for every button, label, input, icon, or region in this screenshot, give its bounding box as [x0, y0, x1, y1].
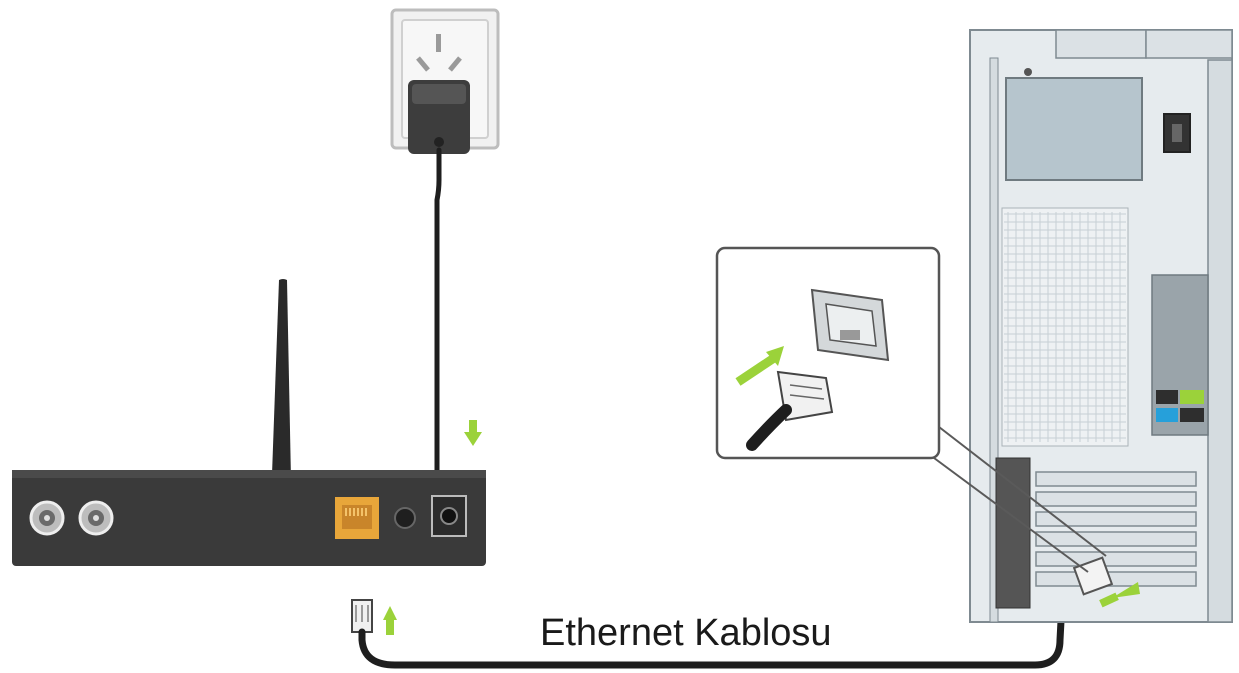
arrow-icon [383, 606, 397, 635]
rj45-plug-icon [746, 370, 834, 451]
io-panel [1151, 274, 1209, 436]
ethernet-socket-icon [810, 288, 890, 362]
coax-connector-icon [29, 500, 65, 536]
power-supply [1005, 77, 1143, 181]
reset-button [394, 507, 416, 529]
arrow-icon [1099, 582, 1140, 608]
rj45-plug-icon [1072, 556, 1114, 596]
cable-label: Ethernet Kablosu [540, 612, 832, 654]
rj45-plug-icon [351, 599, 373, 633]
arrow-icon [735, 346, 784, 386]
ethernet-cable [358, 581, 1086, 669]
zoom-leader-lines [929, 419, 1107, 573]
power-adapter-icon [408, 80, 470, 154]
pc-tower [969, 29, 1233, 623]
router [12, 470, 486, 566]
ethernet-port [335, 497, 379, 539]
dc-power-port [431, 495, 467, 537]
coax-connector-icon [78, 500, 114, 536]
arrow-icon [464, 420, 482, 446]
zoom-detail-box [715, 246, 941, 460]
vent-grid [1001, 207, 1129, 447]
power-cable [434, 147, 448, 508]
